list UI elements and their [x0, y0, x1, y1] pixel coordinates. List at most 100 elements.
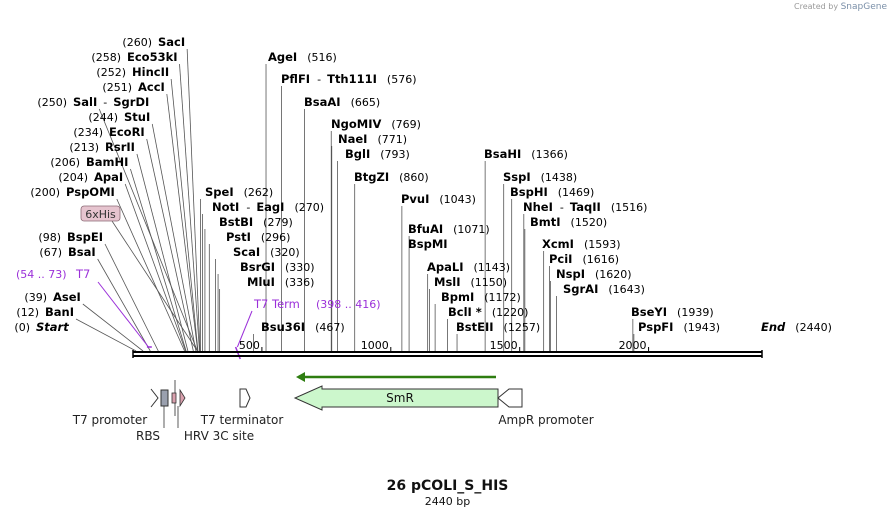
- feature-label-t7[interactable]: (54 .. 73)T7: [16, 267, 90, 281]
- site-nspi[interactable]: NspI(1620): [556, 267, 632, 281]
- site-bmti[interactable]: BmtI(1520): [530, 215, 607, 229]
- leader-line: [75, 318, 137, 352]
- site-rsrii[interactable]: (213)RsrII: [69, 140, 135, 154]
- site-bsai[interactable]: (67)BsaI: [39, 245, 95, 259]
- leader-line: [82, 303, 144, 352]
- feature-label: HRV 3C site: [184, 429, 254, 443]
- site-mlui[interactable]: MluI(336): [247, 275, 314, 289]
- site-bsteii[interactable]: BstEII(1257): [456, 320, 540, 334]
- site-position: (244): [88, 111, 118, 124]
- site-name: StuI: [124, 110, 150, 124]
- site-ngomiv[interactable]: NgoMIV(769): [331, 117, 421, 131]
- site-end[interactable]: End(2440): [761, 320, 832, 334]
- credit-text: Created by: [794, 2, 839, 11]
- site-position: (320): [270, 246, 300, 259]
- site-saci[interactable]: (260)SacI: [122, 35, 185, 49]
- site-apai[interactable]: (204)ApaI: [58, 170, 123, 184]
- site-bsahi[interactable]: BsaHI(1366): [484, 147, 568, 161]
- site-agei[interactable]: AgeI(516): [268, 50, 337, 64]
- feature-smr[interactable]: SmR: [293, 385, 499, 411]
- site-sali[interactable]: (250)SalI-SgrDI: [37, 95, 149, 109]
- feature-ampr-promoter[interactable]: AmpR promoter: [497, 388, 594, 427]
- site-stui[interactable]: (244) StuI: [88, 110, 150, 124]
- site-sgrai[interactable]: SgrAI(1643): [563, 282, 645, 296]
- site-bgli[interactable]: BglI(793): [345, 147, 410, 161]
- feature-label-6xhis[interactable]: 6xHis: [80, 205, 121, 222]
- site-bani[interactable]: (12)BanI: [16, 305, 74, 319]
- site-name: BseYI: [631, 305, 667, 319]
- site-nhei[interactable]: NheI-TaqII(1516): [523, 200, 647, 214]
- leader-line-purple: [97, 281, 149, 348]
- hrv-box: [171, 392, 177, 404]
- feature-rbs[interactable]: RBS: [136, 389, 169, 443]
- terminator-range: (398 .. 416): [316, 298, 381, 311]
- site-pflfi[interactable]: PflFI-Tth111I(576): [281, 72, 417, 86]
- site-pcii[interactable]: PciI(1616): [549, 252, 619, 266]
- feature-label-t7-term[interactable]: T7 Term(398 .. 416): [253, 297, 381, 311]
- site-position: (516): [307, 51, 337, 64]
- site-bstbi[interactable]: BstBI (279): [219, 215, 293, 229]
- site-name: BpmI: [441, 290, 474, 304]
- site-btgzi[interactable]: BtgZI(860): [354, 170, 429, 184]
- site-bseyi[interactable]: BseYI(1939): [631, 305, 714, 319]
- site-name: SacI: [158, 35, 185, 49]
- site-noti[interactable]: NotI-EagI(270): [212, 200, 324, 214]
- feature-t7-promoter[interactable]: T7 promoter: [72, 388, 159, 427]
- site-position: (296): [261, 231, 291, 244]
- feature-label: T7 terminator: [200, 413, 284, 427]
- leader-line: [186, 48, 201, 352]
- leader-line: [170, 78, 199, 352]
- site-name: BmtI: [530, 215, 561, 229]
- feature-hrv-3c-site[interactable]: HRV 3C site: [171, 380, 254, 443]
- site-scai[interactable]: ScaI (320): [233, 245, 300, 259]
- site-apali[interactable]: ApaLI(1143): [427, 260, 510, 274]
- site-bsaai[interactable]: BsaAI(665): [304, 95, 380, 109]
- terminator-icon: [239, 388, 251, 408]
- site-acci[interactable]: (251)AccI: [102, 80, 164, 94]
- site-naei[interactable]: NaeI(771): [338, 132, 407, 146]
- site-bspei[interactable]: (98)BspEI: [38, 230, 103, 244]
- site-bsphi[interactable]: BspHI(1469): [510, 185, 594, 199]
- site-name: HincII: [132, 65, 169, 79]
- site-ecori[interactable]: (234)EcoRI: [73, 125, 144, 139]
- site-msli[interactable]: MslI(1150): [434, 275, 507, 289]
- site-name: BspEI: [67, 230, 103, 244]
- site-sspi[interactable]: SspI(1438): [503, 170, 577, 184]
- site-pspomi[interactable]: (200)PspOMI: [30, 185, 114, 199]
- site-bpmi[interactable]: BpmI(1172): [441, 290, 521, 304]
- site-pspfi[interactable]: PspFI(1943): [638, 320, 720, 334]
- site-xcmi[interactable]: XcmI(1593): [542, 237, 621, 251]
- site-psti[interactable]: PstI(296): [226, 230, 290, 244]
- site-name: BstBI: [219, 215, 253, 229]
- promoter-range: (54 .. 73): [16, 268, 67, 281]
- site-asei[interactable]: (39)AseI: [24, 290, 80, 304]
- site-pvui[interactable]: PvuI(1043): [401, 192, 476, 206]
- site-start[interactable]: (0)Start: [14, 320, 69, 334]
- site-bamhi[interactable]: (206)BamHI: [50, 155, 128, 169]
- feature-label: T7 promoter: [72, 413, 148, 427]
- site-spei[interactable]: SpeI(262): [205, 185, 273, 199]
- site-position: (234): [73, 126, 103, 139]
- site-bfuai[interactable]: BfuAI(1071): [408, 222, 490, 236]
- leader-line: [130, 168, 187, 352]
- site-position: (67): [39, 246, 62, 259]
- site-name: BglI: [345, 147, 370, 161]
- site-name: ScaI: [233, 245, 260, 259]
- site-name: PspFI: [638, 320, 673, 334]
- site-labels[interactable]: (260)SacI(258)Eco53kI(252)HincII(251)Acc…: [14, 35, 831, 334]
- site-name: BspMI: [408, 237, 448, 251]
- site-bsu36i[interactable]: Bsu36I(467): [261, 320, 345, 334]
- feature-t7-terminator[interactable]: T7 terminator: [200, 388, 284, 427]
- ruler-label: 2000: [619, 339, 647, 352]
- site-bsrgi[interactable]: BsrGI(330): [240, 260, 315, 274]
- site-bspmi[interactable]: BspMI: [408, 237, 448, 251]
- site-name: AccI: [138, 80, 165, 94]
- leader-line: [116, 198, 185, 352]
- site-position: (860): [399, 171, 429, 184]
- site-bcli[interactable]: BclI *(1220): [448, 305, 528, 319]
- site-hincii[interactable]: (252)HincII: [96, 65, 169, 79]
- site-position: (279): [263, 216, 293, 229]
- site-eco53ki[interactable]: (258)Eco53kI: [91, 50, 177, 64]
